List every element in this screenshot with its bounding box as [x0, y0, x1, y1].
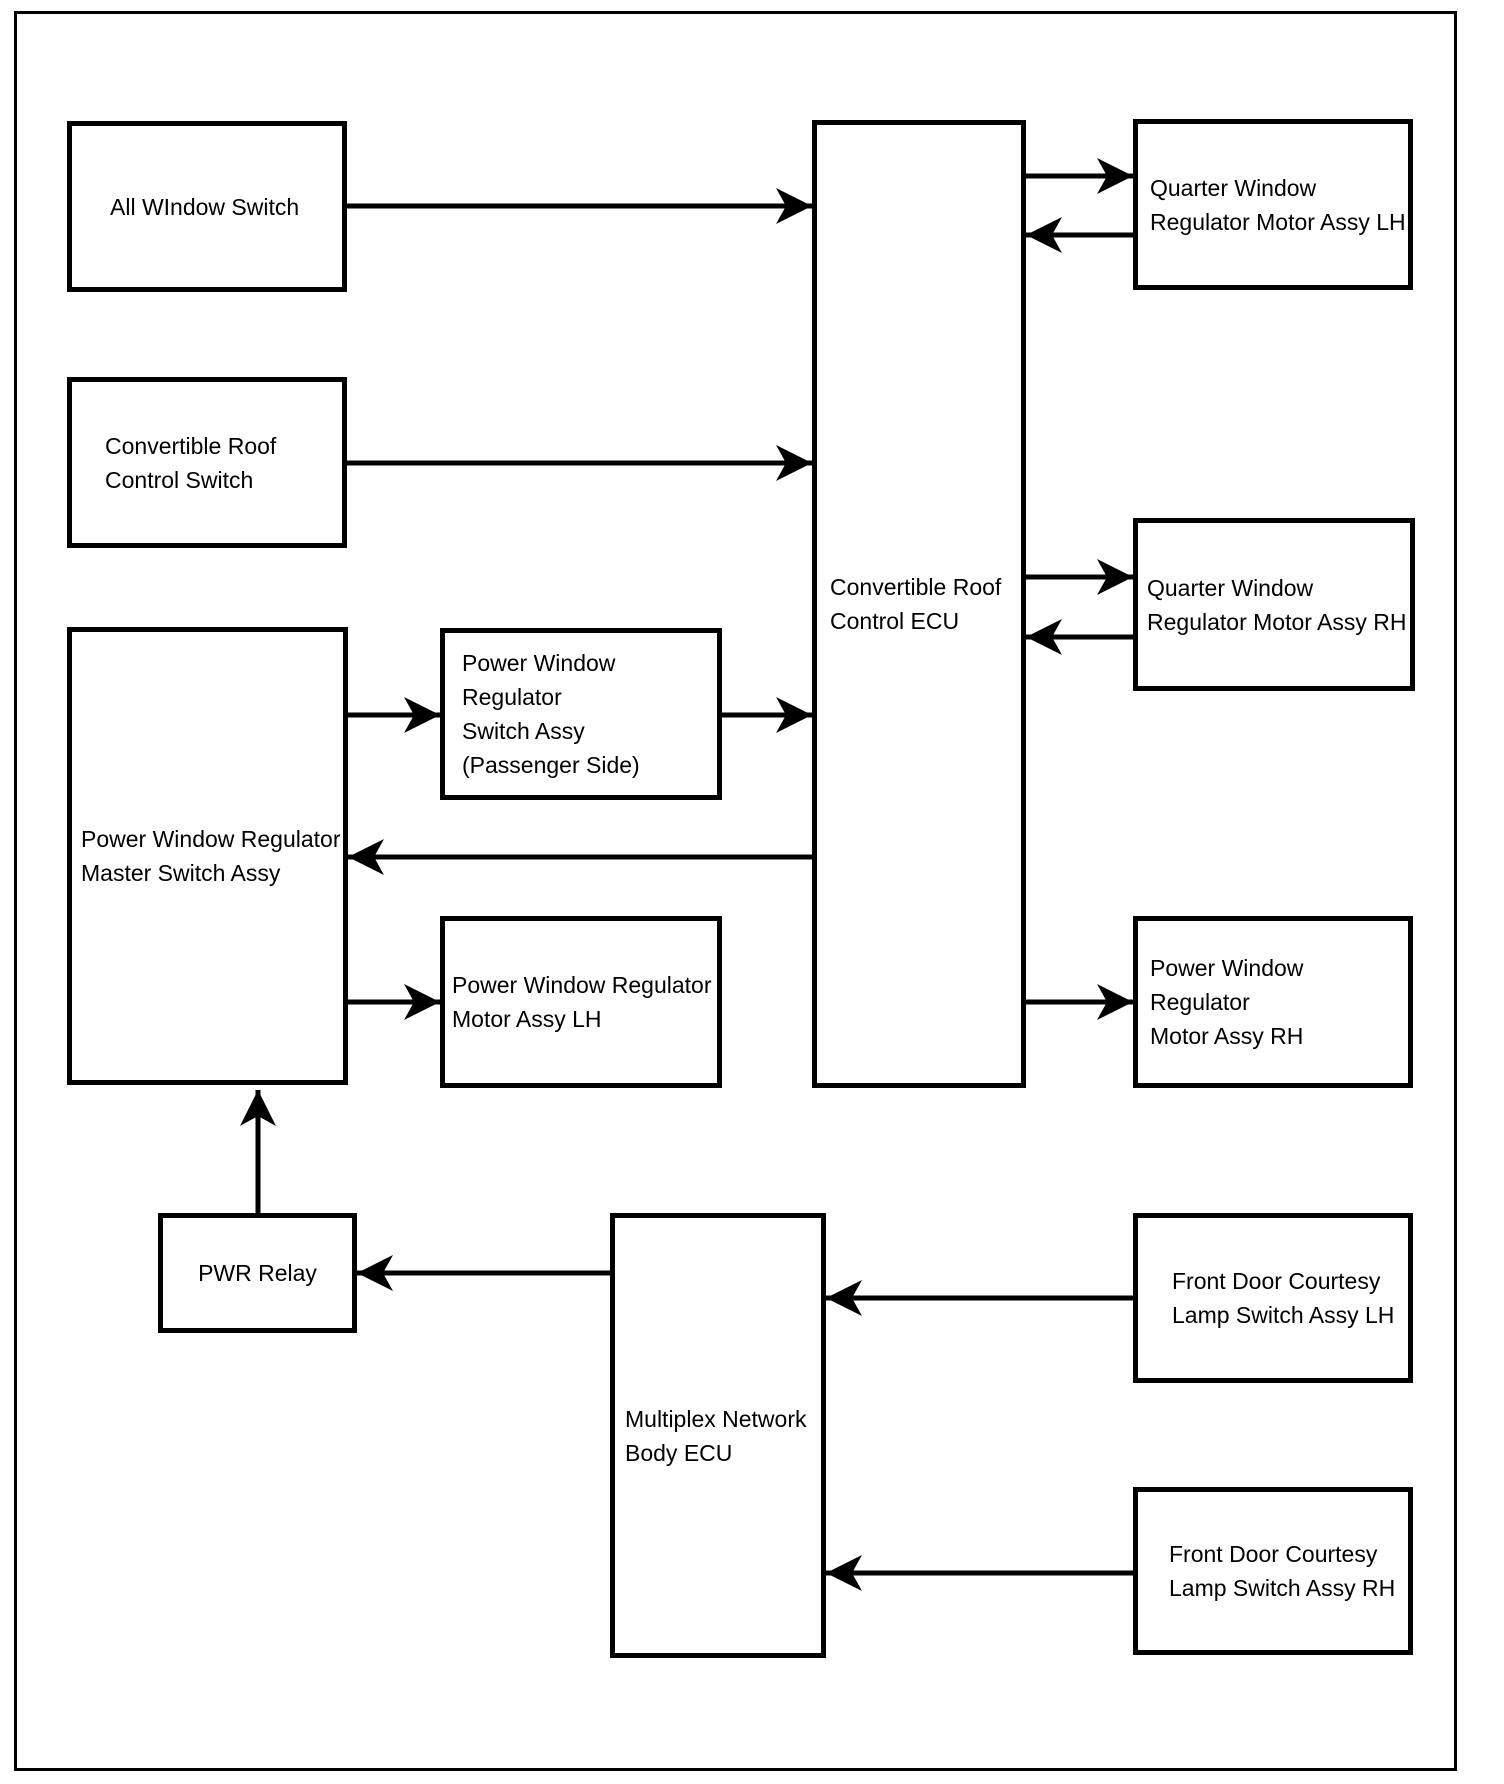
block-label-line: PWR Relay [198, 1260, 317, 1286]
block-label-line: Convertible Roof [830, 574, 1002, 600]
block-label-line: All WIndow Switch [110, 193, 300, 220]
block-convertible-roof-control-switch: Convertible Roof Control Switch [67, 377, 347, 548]
block-power-window-regulator-motor-assy-rh: Power Window Regulator Motor Assy RH [1133, 916, 1413, 1088]
block-power-window-regulator-motor-assy-lh: Power Window Regulator Motor Assy LH [440, 916, 722, 1088]
block-label-line: Motor Assy RH [1150, 1023, 1304, 1049]
block-label-line: Regulator Motor Assy RH [1147, 608, 1407, 635]
block-label-line: Multiplex Network [625, 1405, 807, 1432]
block-label-line: Master Switch Assy [81, 860, 281, 886]
block-label-line: Motor Assy LH [452, 1006, 602, 1032]
block-multiplex-network-body-ecu: Multiplex Network Body ECU [610, 1213, 826, 1658]
block-convertible-roof-control-ecu: Convertible Roof Control ECU [812, 120, 1026, 1088]
block-label-line: Control ECU [830, 608, 960, 634]
block-label-line: Quarter Window [1147, 574, 1314, 601]
block-label-line: Convertible Roof [105, 432, 277, 459]
block-label-line: Switch Assy [462, 718, 585, 744]
block-power-window-regulator-master-switch-assy: Power Window Regulator Master Switch Ass… [67, 627, 348, 1085]
block-label-line: Front Door Courtesy [1172, 1268, 1381, 1294]
block-label-line: Power Window Regulator [462, 650, 616, 710]
block-all-window-switch: All WIndow Switch [67, 121, 347, 292]
block-label-line: (Passenger Side) [462, 752, 640, 778]
block-label-line: Lamp Switch Assy LH [1172, 1302, 1395, 1328]
block-label-line: Body ECU [625, 1439, 733, 1466]
diagram-border [14, 11, 1457, 1771]
block-pwr-relay: PWR Relay [158, 1213, 357, 1333]
block-front-door-courtesy-lamp-switch-assy-rh: Front Door Courtesy Lamp Switch Assy RH [1133, 1487, 1413, 1655]
block-front-door-courtesy-lamp-switch-assy-lh: Front Door Courtesy Lamp Switch Assy LH [1133, 1213, 1413, 1383]
block-label-line: Power Window Regulator [452, 972, 712, 998]
block-quarter-window-regulator-motor-assy-lh: Quarter Window Regulator Motor Assy LH [1133, 119, 1413, 290]
block-label-line: Lamp Switch Assy RH [1169, 1575, 1396, 1601]
block-label-line: Quarter Window [1150, 174, 1317, 201]
block-label-line: Control Switch [105, 466, 254, 493]
block-label-line: Power Window Regulator [81, 826, 341, 852]
block-power-window-regulator-switch-assy-passenger-side: Power Window Regulator Switch Assy (Pass… [440, 628, 722, 800]
block-quarter-window-regulator-motor-assy-rh: Quarter Window Regulator Motor Assy RH [1133, 518, 1415, 691]
block-label-line: Regulator Motor Assy LH [1150, 208, 1406, 235]
block-label-line: Power Window Regulator [1150, 955, 1304, 1015]
block-label-line: Front Door Courtesy [1169, 1541, 1378, 1567]
